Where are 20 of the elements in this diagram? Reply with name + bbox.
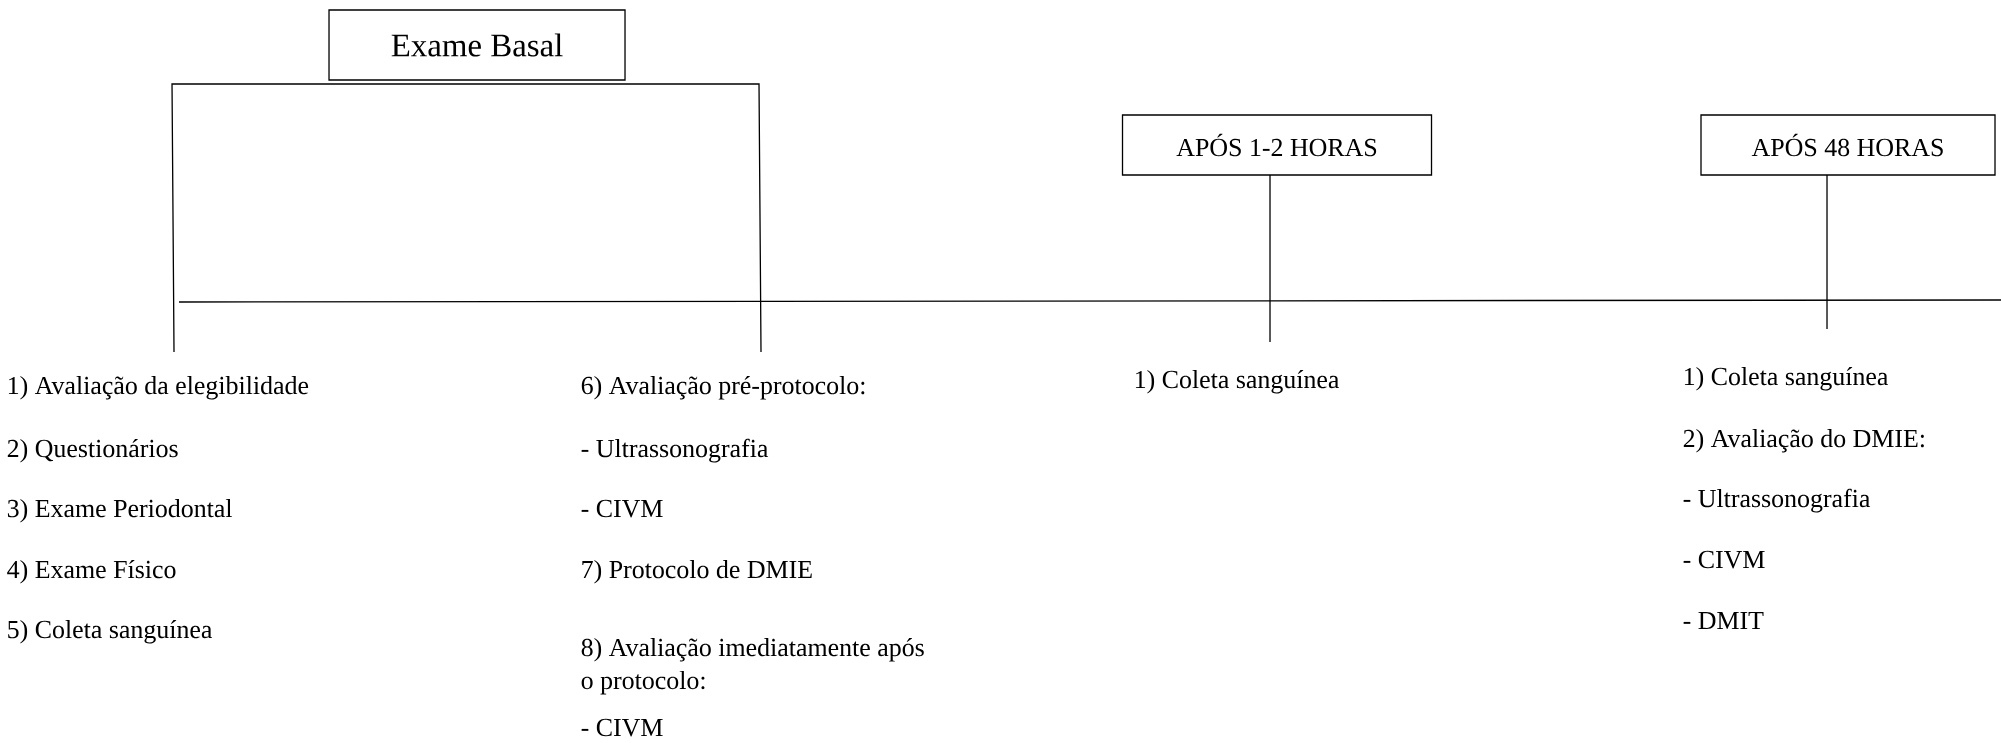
list-item: - Ultrassonografia	[1683, 488, 1871, 513]
list-item: - CIVM	[581, 718, 663, 737]
list-item: - CIVM	[581, 499, 663, 518]
list-item: 2) Questionários	[7, 439, 178, 463]
list-item: 6) Avaliação pré-protocolo:	[581, 376, 865, 400]
list-item: 2) Avaliação do DMIE:	[1683, 429, 1924, 453]
label-box: APÓS 1-2 HORAS	[1121, 114, 1433, 176]
list-item: 8) Avaliação imediatamente após o protocolo:	[581, 638, 924, 695]
list-item: - Ultrassonografia	[581, 438, 769, 463]
list-item: - CIVM	[1683, 550, 1765, 569]
list-item: 1) Coleta sanguínea	[1684, 367, 1889, 391]
list-item: 7) Protocolo de DMIE	[582, 560, 812, 584]
list-item: 3) Exame Periodontal	[7, 499, 233, 523]
list-item: 5) Coleta sanguínea	[8, 620, 213, 644]
label-box: Exame Basal	[328, 9, 626, 81]
list-item: 4) Exame Físico	[7, 560, 176, 584]
list-item: 1) Avaliação da elegibilidade	[8, 376, 309, 400]
label-box: APÓS 48 HORAS	[1700, 114, 1996, 176]
list-item: 1) Coleta sanguínea	[1135, 370, 1340, 394]
list-item: - DMIT	[1683, 612, 1764, 630]
